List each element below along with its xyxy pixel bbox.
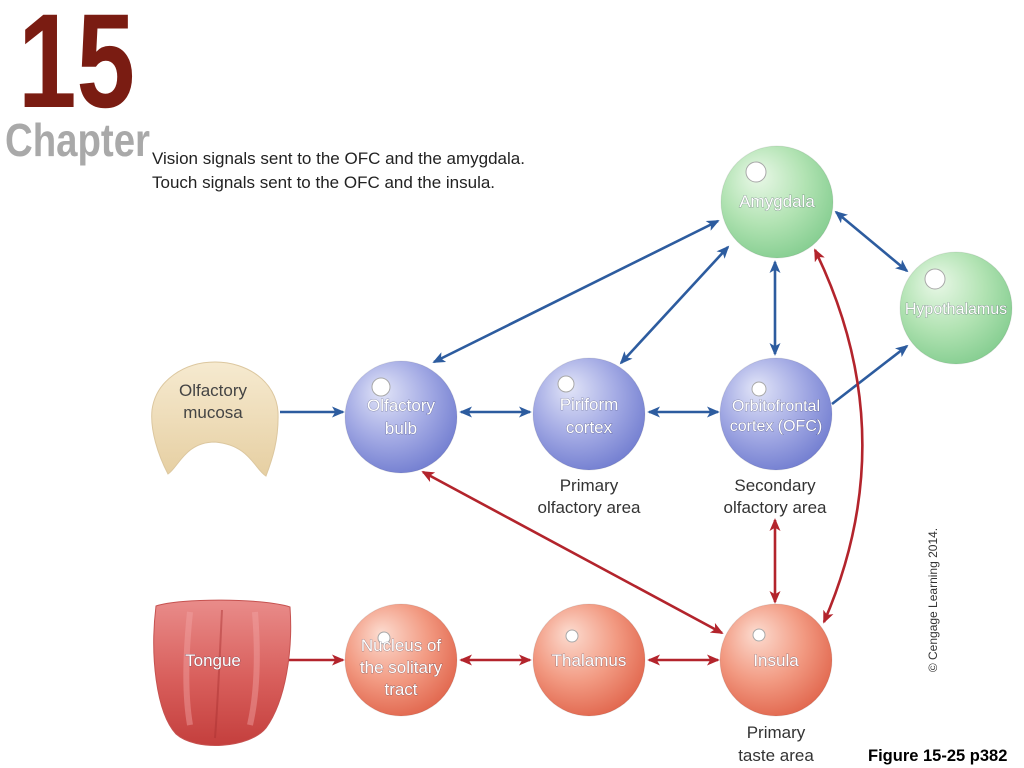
arrow-ofc-to-hypothalamus bbox=[831, 344, 909, 406]
olfactory-bulb-circle bbox=[344, 360, 458, 474]
nucleus-solitary-tract-highlight bbox=[377, 631, 391, 645]
nucleus-solitary-tract-node: Nucleus of the solitary tract bbox=[344, 603, 458, 717]
piriform-cortex-highlight bbox=[557, 375, 575, 393]
orbitofrontal-cortex-highlight bbox=[751, 381, 767, 397]
secondary-olfactory-area-line1: Secondary bbox=[734, 476, 816, 495]
primary-taste-area-line2: taste area bbox=[738, 746, 814, 765]
orbitofrontal-cortex-label-line2: cortex (OFC) bbox=[730, 418, 822, 435]
tongue-label: Tongue bbox=[185, 651, 241, 670]
chapter-word: Chapter bbox=[5, 114, 150, 166]
caption-line-vision: Vision signals sent to the OFC and the a… bbox=[152, 149, 525, 168]
orbitofrontal-cortex-node: Orbitofrontal cortex (OFC) bbox=[719, 357, 833, 471]
arrow-amygdala-piriform bbox=[619, 245, 730, 365]
primary-olfactory-area-line2: olfactory area bbox=[538, 498, 642, 517]
tongue-right-ridge bbox=[247, 611, 260, 726]
olfactory-bulb-label-line2: bulb bbox=[385, 419, 417, 438]
tongue-shape bbox=[153, 599, 292, 746]
arrow-insula-bulb bbox=[421, 470, 724, 635]
olfactory-bulb-highlight bbox=[371, 377, 391, 397]
tongue-node: Tongue bbox=[153, 599, 292, 746]
amygdala-highlight bbox=[745, 161, 767, 183]
nucleus-label-line2: the solitary bbox=[360, 658, 443, 677]
thalamus-node: Thalamus bbox=[532, 603, 646, 717]
piriform-cortex-label-line1: Piriform bbox=[560, 395, 619, 414]
arrow-amygdala-bulb bbox=[432, 219, 720, 364]
thalamus-circle bbox=[532, 603, 646, 717]
piriform-cortex-label-line2: cortex bbox=[566, 418, 613, 437]
figure-reference: Figure 15-25 p382 bbox=[868, 747, 1007, 765]
olfactory-mucosa-node: Olfactory mucosa bbox=[151, 361, 279, 477]
orbitofrontal-cortex-circle bbox=[719, 357, 833, 471]
secondary-olfactory-area-line2: olfactory area bbox=[724, 498, 828, 517]
orbitofrontal-cortex-label-line1: Orbitofrontal bbox=[732, 398, 820, 415]
copyright-notice: © Cengage Learning 2014. bbox=[926, 528, 940, 672]
tongue-center-groove bbox=[214, 609, 223, 739]
chapter-number: 15 bbox=[18, 0, 135, 136]
insula-highlight bbox=[752, 628, 766, 642]
olfactory-mucosa-label-line2: mucosa bbox=[183, 403, 243, 422]
tongue-left-ridge bbox=[183, 611, 193, 726]
nucleus-label-line3: tract bbox=[384, 680, 417, 699]
piriform-cortex-node: Piriform cortex bbox=[532, 357, 646, 471]
thalamus-highlight bbox=[565, 629, 579, 643]
piriform-cortex-circle bbox=[532, 357, 646, 471]
hypothalamus-label: Hypothalamus bbox=[905, 301, 1007, 318]
primary-taste-area-line1: Primary bbox=[747, 723, 806, 742]
primary-olfactory-area-line1: Primary bbox=[560, 476, 619, 495]
olfactory-bulb-label-line1: Olfactory bbox=[367, 396, 436, 415]
thalamus-label: Thalamus bbox=[552, 651, 627, 670]
amygdala-label: Amygdala bbox=[739, 192, 815, 211]
insula-label: Insula bbox=[753, 651, 799, 670]
olfactory-mucosa-shape bbox=[151, 361, 279, 477]
insula-circle bbox=[719, 603, 833, 717]
arrow-insula-amygdala bbox=[813, 248, 864, 624]
nucleus-solitary-tract-circle bbox=[344, 603, 458, 717]
hypothalamus-highlight bbox=[924, 268, 946, 290]
nucleus-label-line1: Nucleus of bbox=[361, 636, 442, 655]
olfactory-mucosa-label-line1: Olfactory bbox=[179, 381, 248, 400]
olfactory-bulb-node: Olfactory bulb bbox=[344, 360, 458, 474]
caption-line-touch: Touch signals sent to the OFC and the in… bbox=[152, 173, 495, 192]
insula-node: Insula bbox=[719, 603, 833, 717]
amygdala-node: Amygdala bbox=[720, 145, 834, 259]
hypothalamus-node: Hypothalamus bbox=[899, 251, 1013, 365]
arrow-amygdala-hypothalamus bbox=[834, 210, 909, 273]
